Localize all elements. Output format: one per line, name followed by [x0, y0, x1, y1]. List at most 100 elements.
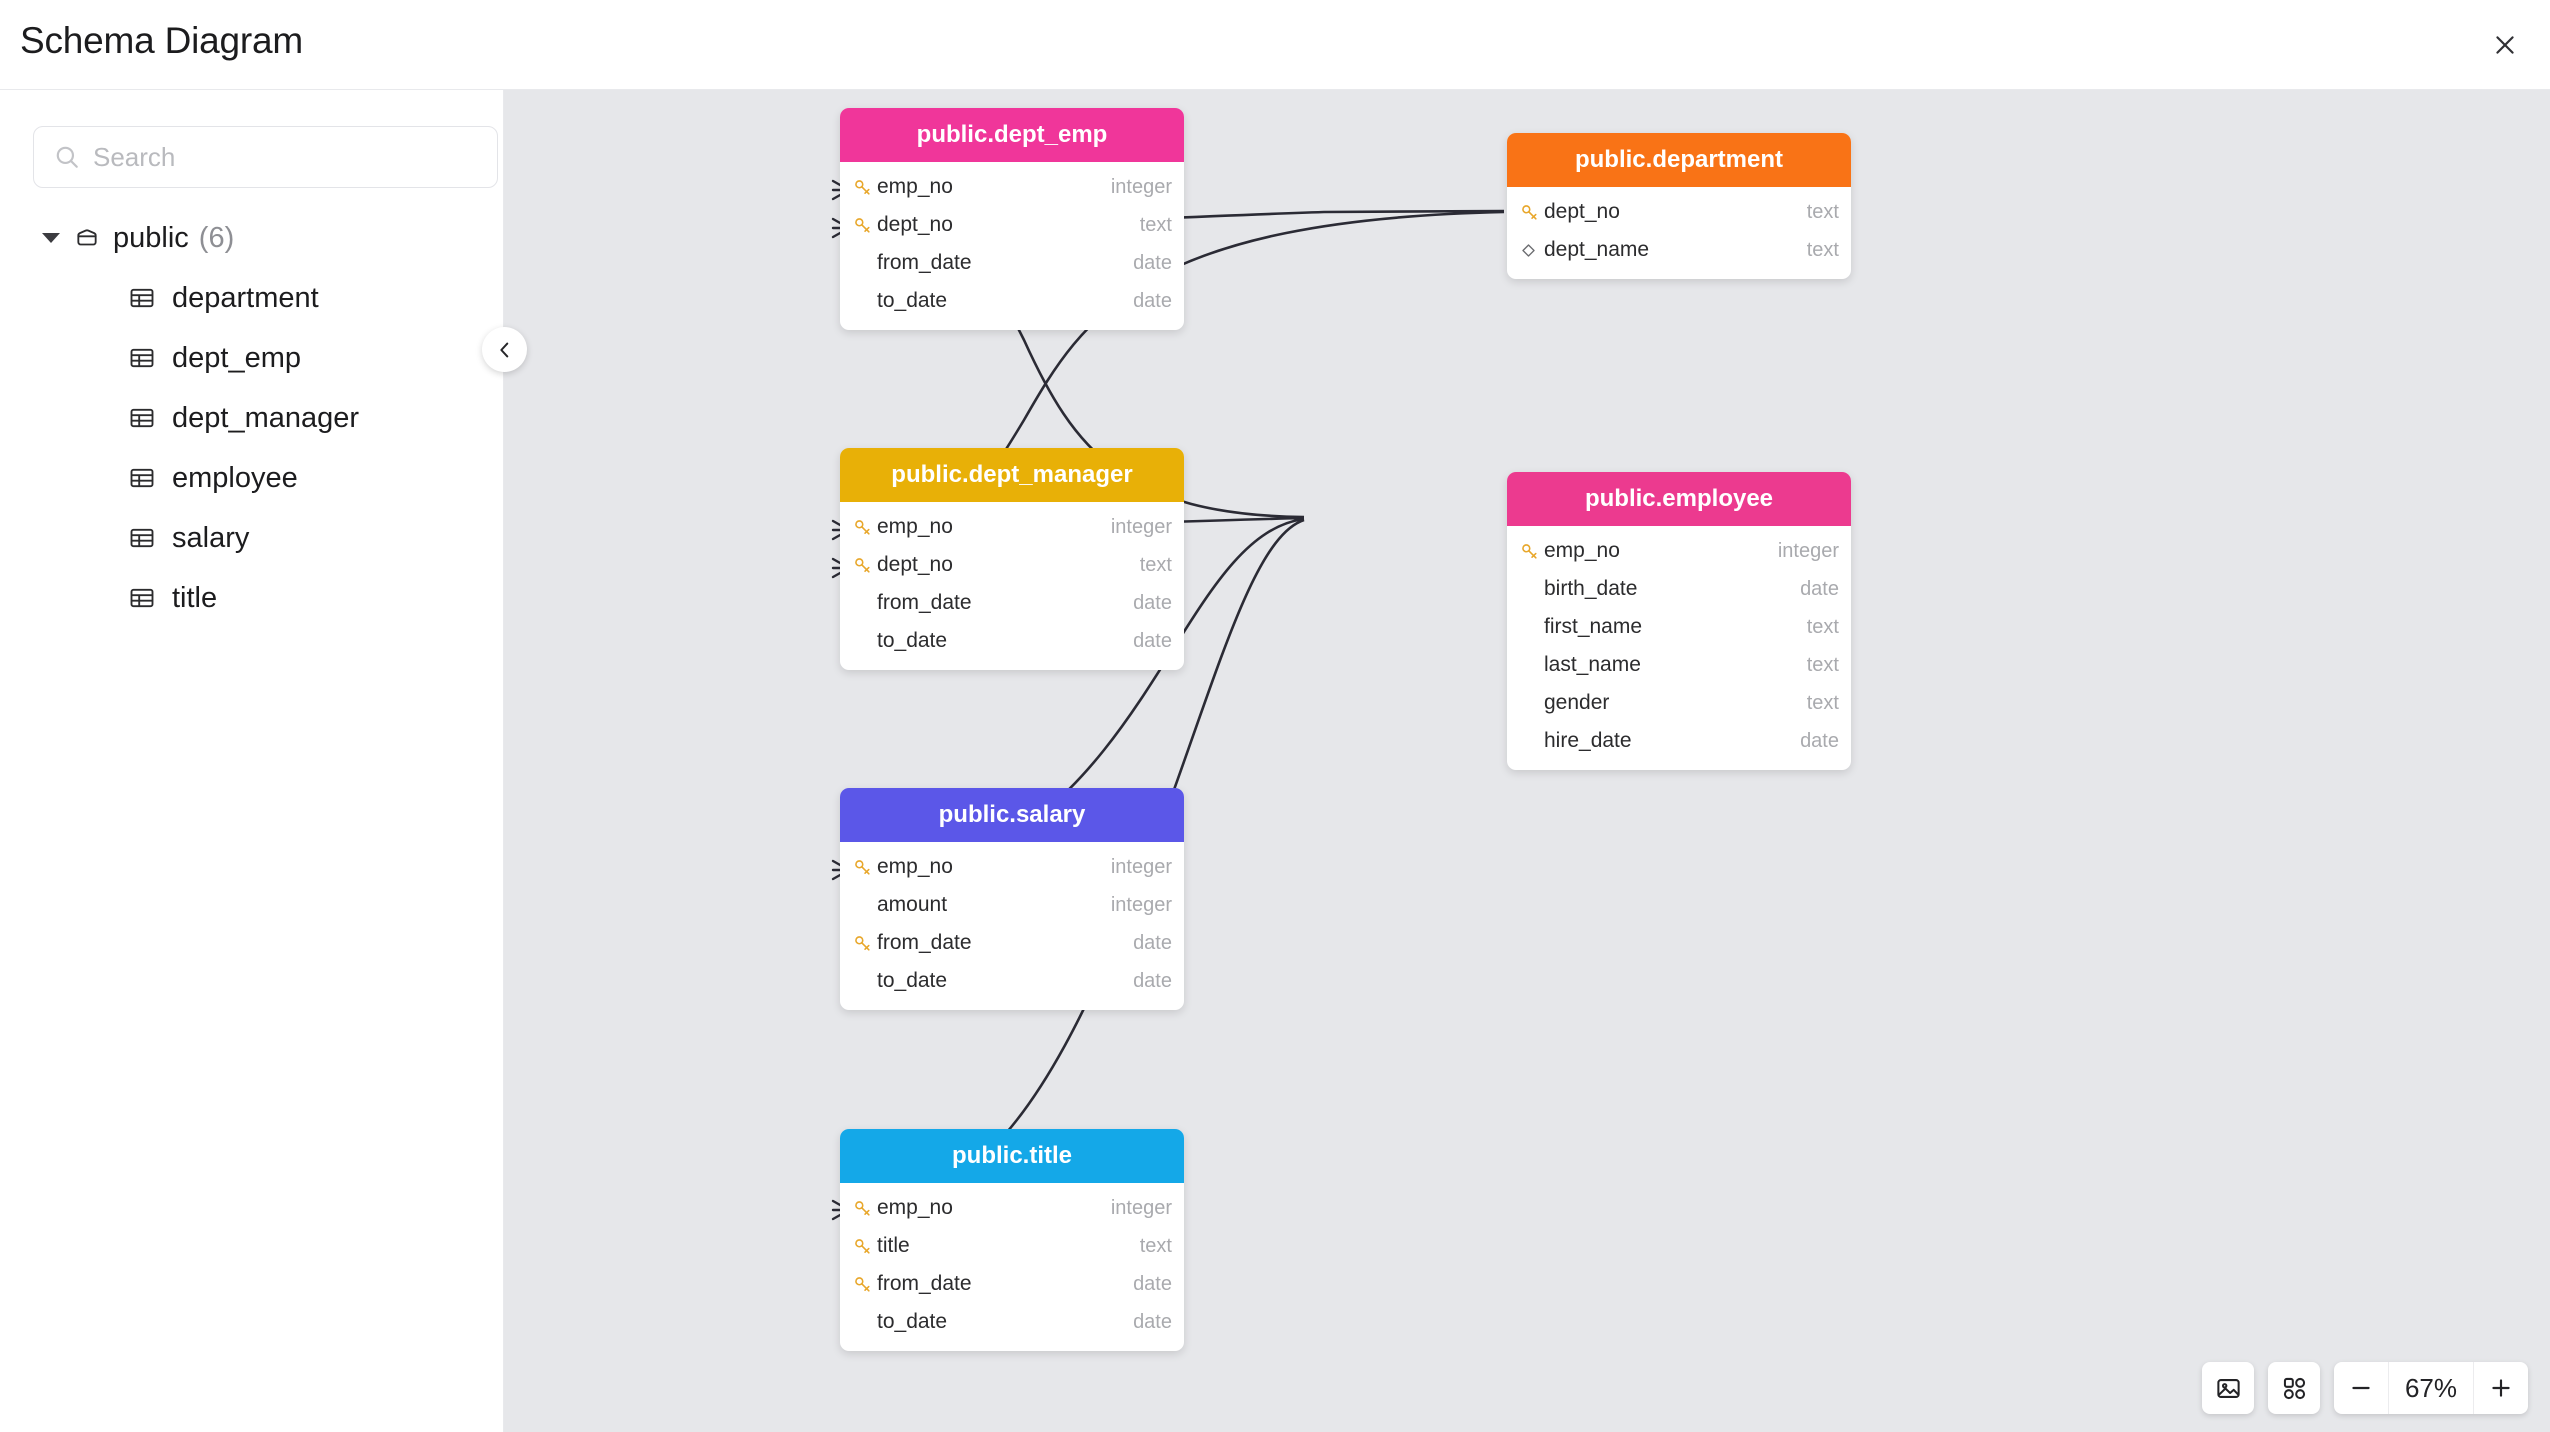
key-icon	[853, 1199, 877, 1218]
tree-node-label: department	[172, 281, 319, 314]
column-name: dept_no	[1544, 200, 1620, 223]
column-type: text	[1806, 691, 1839, 714]
table-icon	[128, 284, 156, 312]
column-type: text	[1139, 1234, 1172, 1257]
key-icon	[1520, 542, 1544, 561]
auto-layout-button[interactable]	[2268, 1362, 2320, 1414]
chevron-down-icon[interactable]	[42, 233, 60, 243]
tree-node-salary[interactable]: salary	[0, 508, 504, 568]
tree-node-dept_emp[interactable]: dept_emp	[0, 328, 504, 388]
table-node-header[interactable]: public.salary	[840, 788, 1184, 842]
key-icon	[853, 934, 877, 953]
table-icon	[128, 524, 156, 552]
key-icon	[853, 1275, 877, 1294]
diamond-icon	[1520, 242, 1544, 259]
column-name: dept_no	[877, 553, 953, 576]
table-node-header[interactable]: public.dept_manager	[840, 448, 1184, 502]
tree-node-public[interactable]: public (6)	[0, 208, 504, 268]
zoom-in-button[interactable]	[2474, 1362, 2528, 1414]
column-row[interactable]: emp_no integer	[840, 508, 1184, 546]
column-row[interactable]: hire_date date	[1507, 722, 1851, 760]
collapse-sidebar-button[interactable]	[482, 327, 527, 372]
key-icon	[853, 858, 877, 877]
search-box[interactable]	[33, 126, 498, 188]
column-row[interactable]: to_date date	[840, 1303, 1184, 1341]
column-name: emp_no	[877, 515, 953, 538]
column-type: date	[1800, 729, 1839, 752]
column-name: to_date	[877, 1310, 948, 1333]
table-icon	[128, 404, 156, 432]
column-row[interactable]: dept_no text	[840, 546, 1184, 584]
export-image-button[interactable]	[2202, 1362, 2254, 1414]
table-node-header[interactable]: public.department	[1507, 133, 1851, 187]
column-type: date	[1133, 1310, 1172, 1333]
close-button[interactable]	[2482, 22, 2528, 68]
column-type: text	[1139, 553, 1172, 576]
column-type: date	[1133, 629, 1172, 652]
tree-node-label: dept_emp	[172, 341, 301, 374]
search-input[interactable]	[93, 141, 453, 173]
column-name: emp_no	[877, 175, 953, 198]
zoom-out-button[interactable]	[2334, 1362, 2388, 1414]
tree-node-department[interactable]: department	[0, 268, 504, 328]
column-type: date	[1133, 1272, 1172, 1295]
tree-node-title[interactable]: title	[0, 568, 504, 628]
tree-node-label: dept_manager	[172, 401, 360, 434]
column-type: date	[1133, 251, 1172, 274]
column-type: integer	[1110, 515, 1172, 538]
table-node-header[interactable]: public.title	[840, 1129, 1184, 1183]
tree-node-dept_manager[interactable]: dept_manager	[0, 388, 504, 448]
schema-count: (6)	[198, 221, 235, 254]
column-type: date	[1133, 969, 1172, 992]
column-name: hire_date	[1544, 729, 1632, 752]
column-row[interactable]: dept_no text	[1507, 193, 1851, 231]
zoom-controls: 67%	[2334, 1362, 2528, 1414]
column-type: integer	[1110, 1196, 1172, 1219]
column-type: text	[1806, 653, 1839, 676]
sidebar: public (6) department dept_emp dept_manage…	[0, 90, 527, 1432]
table-node-header[interactable]: public.employee	[1507, 472, 1851, 526]
table-icon	[128, 464, 156, 492]
column-type: text	[1806, 200, 1839, 223]
column-type: date	[1133, 591, 1172, 614]
column-type: integer	[1777, 539, 1839, 562]
column-type: text	[1806, 615, 1839, 638]
database-icon	[74, 225, 100, 251]
column-name: last_name	[1544, 653, 1641, 676]
zoom-level-value[interactable]: 67%	[2388, 1362, 2474, 1414]
table-node-header[interactable]: public.dept_emp	[840, 108, 1184, 162]
column-row[interactable]: last_name text	[1507, 646, 1851, 684]
column-type: date	[1133, 931, 1172, 954]
key-icon	[853, 178, 877, 197]
column-name: dept_no	[877, 213, 953, 236]
tree-node-employee[interactable]: employee	[0, 448, 504, 508]
